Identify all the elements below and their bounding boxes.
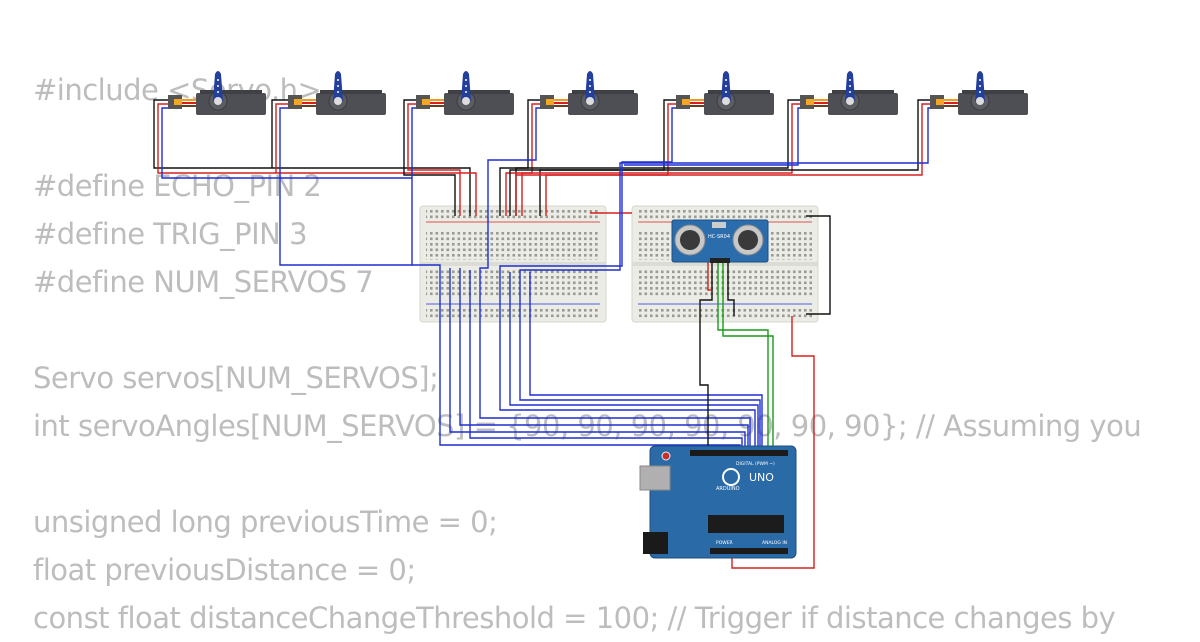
code-line: #define NUM_SERVOS 7 bbox=[33, 265, 374, 299]
sensor-wires bbox=[699, 262, 774, 452]
ultrasonic-sensor: HC-SR04 bbox=[671, 219, 769, 263]
sensor-label: HC-SR04 bbox=[708, 234, 730, 240]
servo bbox=[930, 71, 1028, 115]
digital-label: DIGITAL (PWM ~) bbox=[736, 461, 775, 467]
code-line: const float distanceChangeThreshold = 10… bbox=[33, 601, 1116, 635]
servo-power-wires bbox=[153, 99, 935, 569]
servo bbox=[800, 71, 898, 115]
arduino-uno-board: UNO ARDUINO DIGITAL (PWM ~) POWER ANALOG… bbox=[639, 445, 797, 559]
breadboard-left bbox=[419, 205, 607, 323]
analog-label: ANALOG IN bbox=[762, 540, 787, 546]
code-line: unsigned long previousTime = 0; bbox=[33, 505, 498, 539]
code-line: #define TRIG_PIN 3 bbox=[33, 217, 308, 251]
servo bbox=[168, 71, 266, 115]
arduino-brand: ARDUINO bbox=[716, 486, 740, 492]
servo bbox=[540, 71, 638, 115]
servo-motors bbox=[168, 71, 1028, 115]
servo bbox=[676, 71, 774, 115]
servo bbox=[288, 71, 386, 115]
arduino-model: UNO bbox=[749, 471, 774, 484]
servo bbox=[416, 71, 514, 115]
power-label: POWER bbox=[716, 540, 733, 546]
code-line: Servo servos[NUM_SERVOS]; bbox=[33, 361, 439, 395]
code-line: float previousDistance = 0; bbox=[33, 553, 416, 587]
